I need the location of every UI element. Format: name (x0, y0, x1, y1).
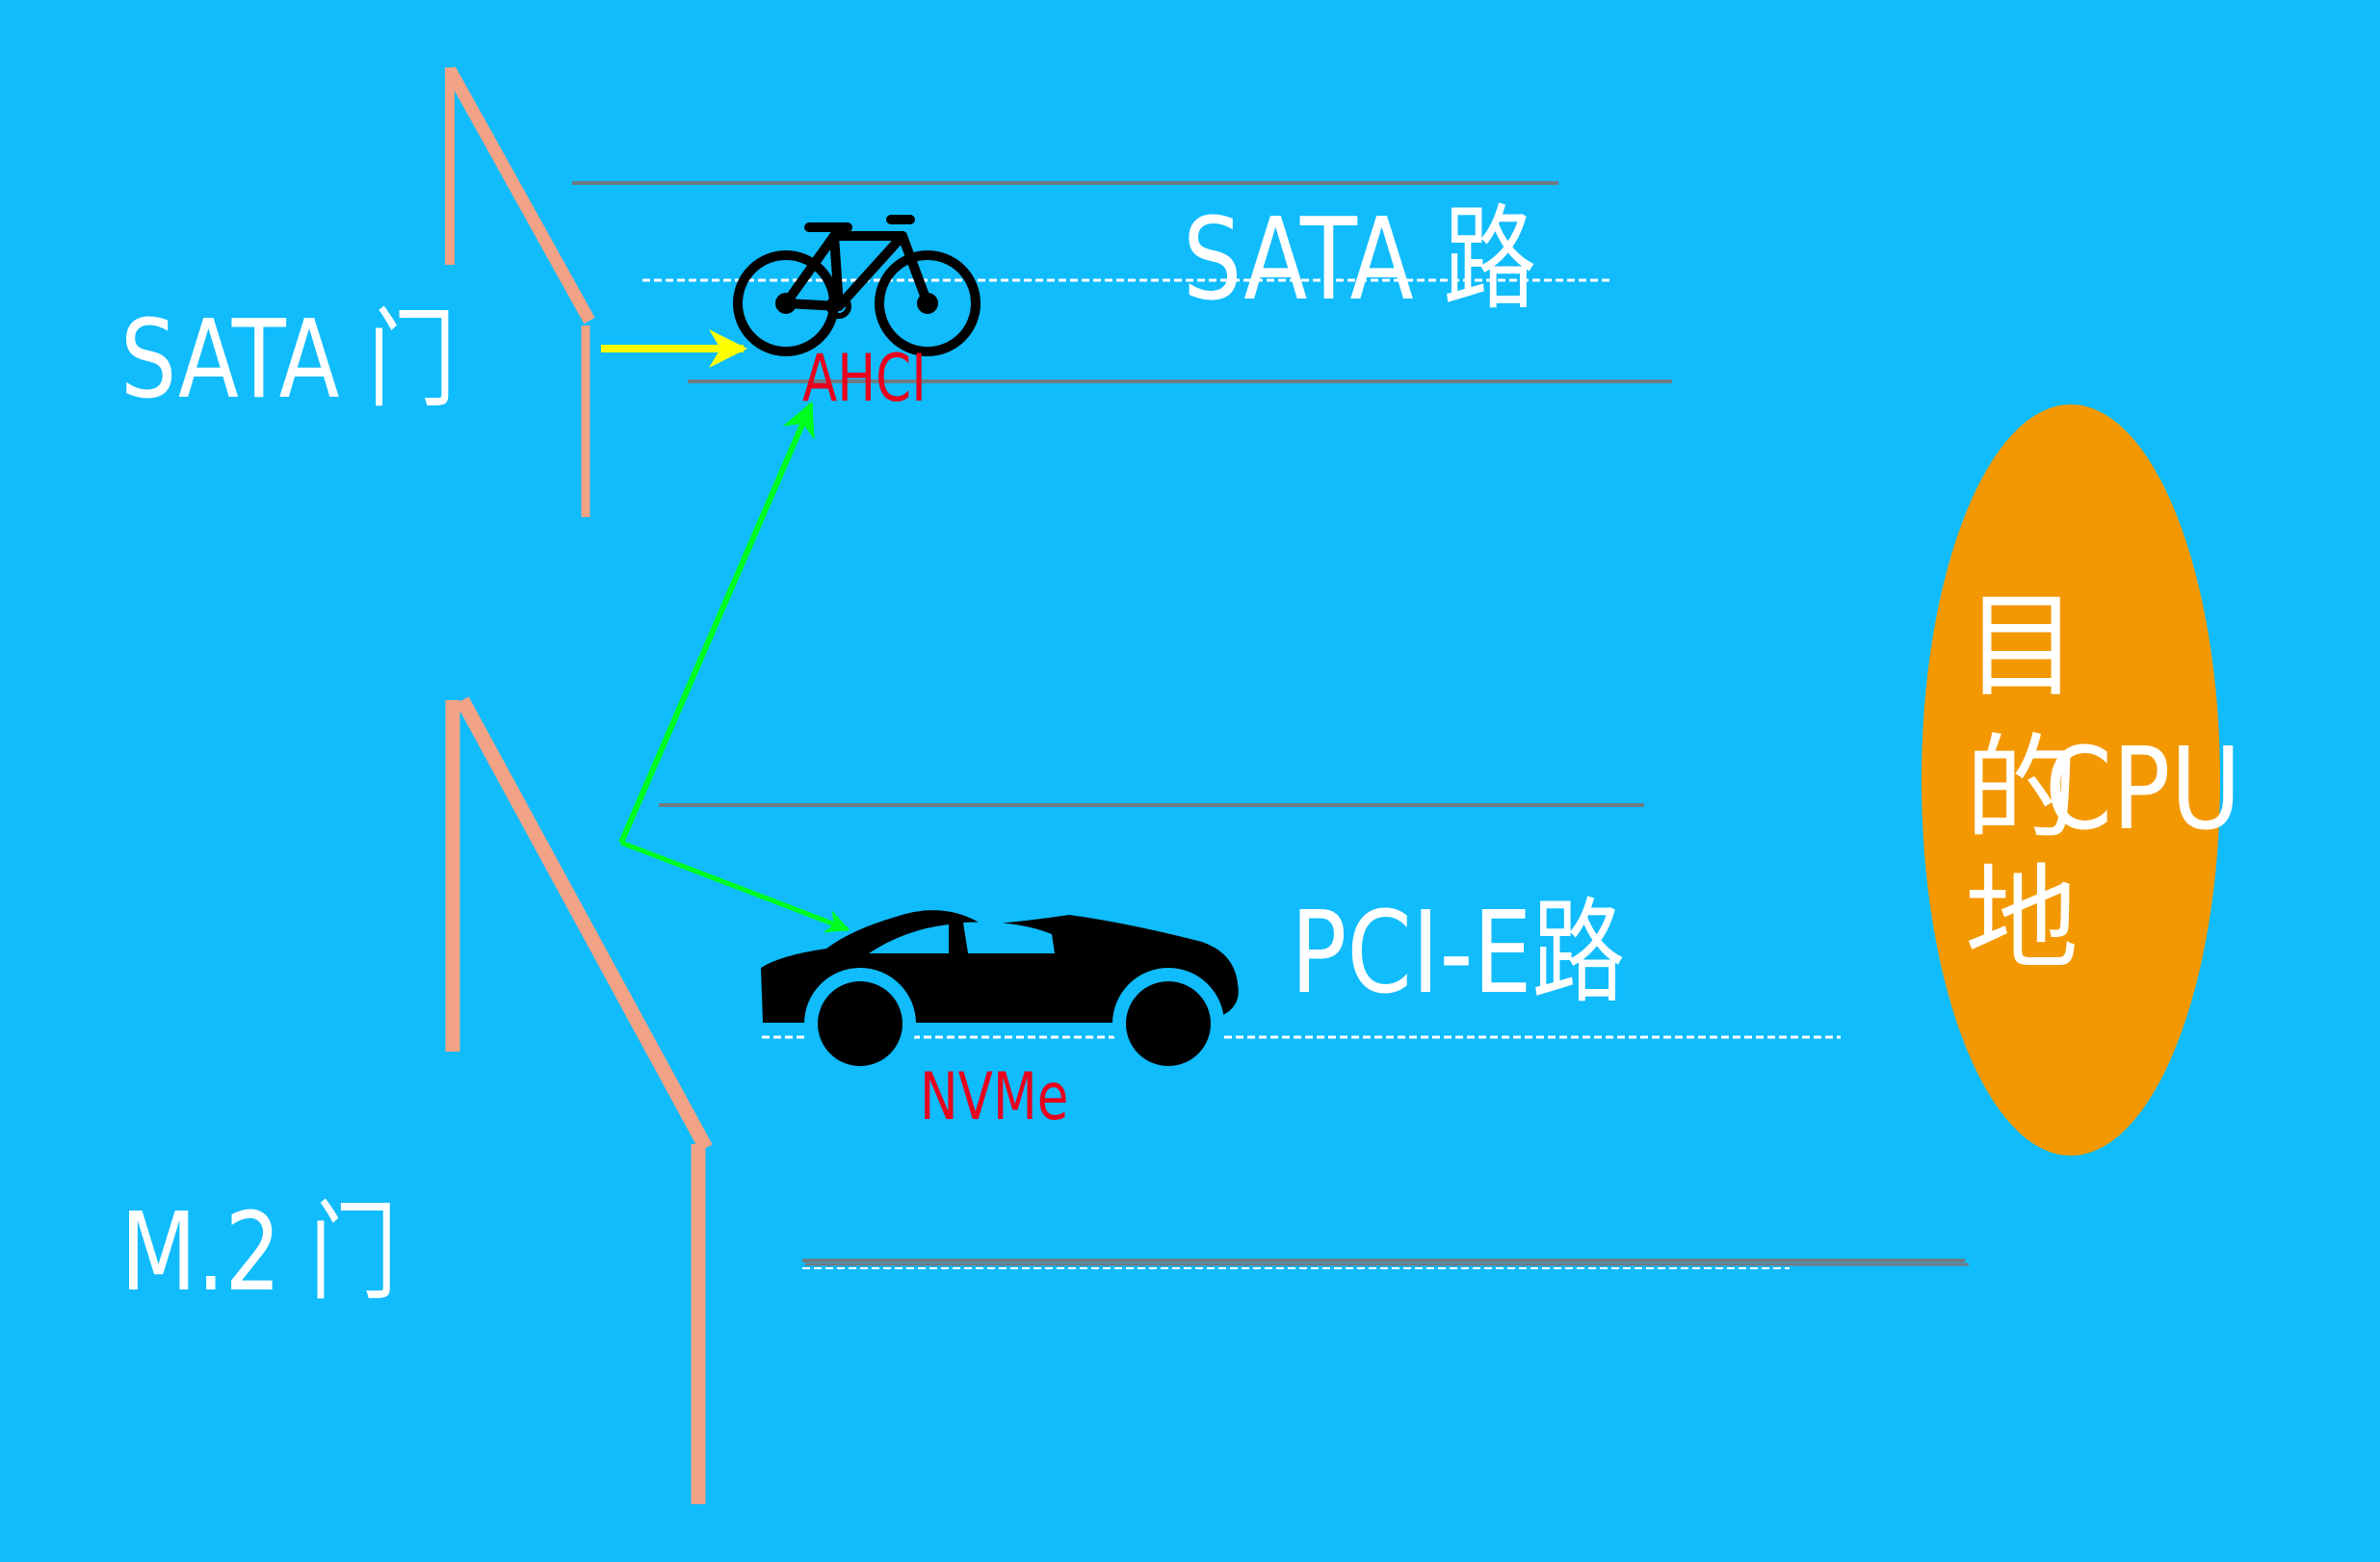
ahci-protocol-label: AHCI (802, 341, 927, 417)
destination-cpu-label: CPU (2045, 722, 2241, 855)
destination-char-2: 的 (1965, 722, 2079, 855)
m2-gate-to-nvme-arrow (620, 840, 850, 933)
sata-gate (444, 65, 595, 517)
pcie-road-label: PCI-E路 (1291, 886, 1626, 1019)
pcie-road (659, 803, 1969, 1269)
bicycle-icon (733, 215, 981, 356)
car-icon (761, 910, 1239, 1080)
nvme-protocol-label: NVMe (920, 1059, 1069, 1135)
sata-road (572, 181, 1672, 383)
m2-gate (445, 696, 713, 1504)
sata-gate-door (444, 65, 595, 325)
destination-char-1: 目 (1965, 580, 2079, 713)
destination-cpu-ellipse (1922, 404, 2220, 1156)
destination-char-3: 地 (1965, 852, 2079, 985)
m2-gate-label: M.2 门 (120, 1190, 398, 1315)
sata-gate-label: SATA 门 (120, 298, 457, 423)
m2-gate-to-ahci-arrow (618, 401, 815, 845)
sata-road-label: SATA 路 (1183, 193, 1537, 325)
m2-gate-door (456, 696, 713, 1152)
